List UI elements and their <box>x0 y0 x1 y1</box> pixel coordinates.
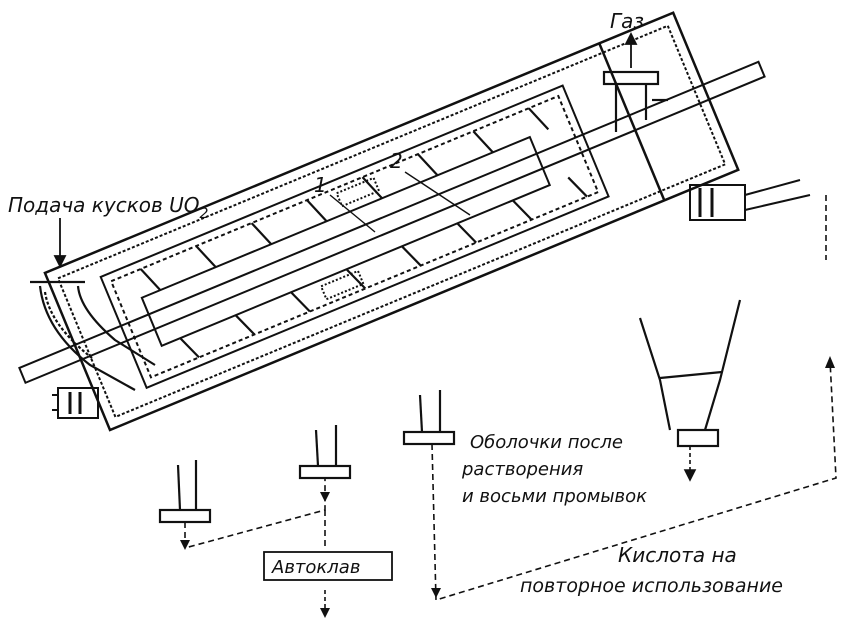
callout-1: 1 <box>314 173 327 197</box>
callout-leaders <box>329 171 471 233</box>
acid-label-line1: Кислота на <box>618 543 737 567</box>
feed-arrow <box>53 218 67 269</box>
vessel-body <box>18 11 766 432</box>
hulls-label-line1: Оболочки после <box>470 432 623 453</box>
perforated-drum <box>99 84 610 390</box>
right-bearing <box>689 179 811 221</box>
hatched-window-lower <box>319 269 365 301</box>
autoclave-box <box>263 551 393 581</box>
feed-label-subscript: 2 <box>200 206 209 222</box>
hull-discharge-cone <box>638 299 742 448</box>
spiral-vanes <box>139 107 588 359</box>
flow-arrowheads <box>180 356 835 618</box>
gas-arrow <box>624 31 638 68</box>
inner-tube <box>140 135 552 348</box>
central-shaft <box>18 60 766 385</box>
gas-label: Газ <box>610 9 644 33</box>
acid-label-line2: повторное использование <box>520 575 783 597</box>
callout-2: 2 <box>390 149 403 173</box>
drain-nozzle-middle <box>298 425 352 480</box>
hulls-label-line2: растворения <box>461 459 583 480</box>
right-end-plate <box>598 42 666 201</box>
hulls-label-line3: и восьми промывок <box>462 486 647 507</box>
drain-nozzle-right <box>402 390 456 446</box>
feed-label-main: Подача кусков UO <box>8 193 200 217</box>
feed-label: Подача кусков UO2 <box>8 193 209 222</box>
drain-nozzle-left <box>158 460 212 524</box>
autoclave-label: Автоклав <box>271 557 360 578</box>
left-bearing <box>52 387 99 419</box>
gas-outlet <box>602 70 668 132</box>
outer-jacket <box>43 11 740 432</box>
dashed-flow-lines <box>184 195 837 602</box>
hull-arrow <box>683 446 697 482</box>
feed-inlet <box>30 280 156 391</box>
outer-jacket-inner-wall <box>56 24 727 419</box>
hatched-window-upper <box>335 176 381 208</box>
